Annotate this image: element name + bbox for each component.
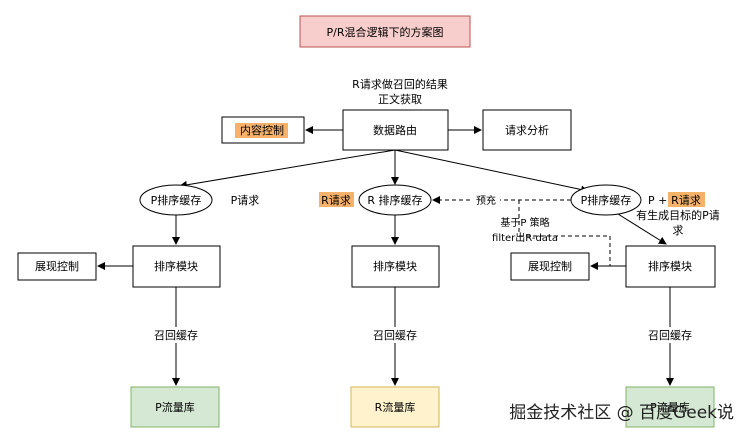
- left-cache-ellipse: P排序缓存: [139, 184, 213, 216]
- left-sort-label: 排序模块: [154, 259, 198, 273]
- request-analysis-box: 请求分析: [482, 109, 572, 151]
- right-recall-label: 召回缓存: [648, 328, 692, 342]
- data-router-label: 数据路由: [373, 123, 417, 137]
- right-store-label: P流量库: [650, 400, 690, 414]
- content-control-box: 内容控制: [221, 116, 305, 144]
- right-request-p: P +: [648, 194, 667, 207]
- right-sort-box: 排序模块: [625, 245, 716, 288]
- middle-recall-label: 召回缓存: [373, 328, 417, 342]
- middle-store-box: R流量库: [350, 386, 440, 428]
- prefill-label: 预充: [476, 194, 496, 207]
- content-control-label: 内容控制: [240, 123, 284, 137]
- policy-label-line2: filter出R-data: [492, 231, 558, 244]
- data-router-box: 数据路由: [342, 109, 449, 151]
- right-cache-label: P排序缓存: [581, 193, 632, 207]
- edge-router-to-left-cache: [179, 149, 396, 189]
- middle-store-label: R流量库: [375, 400, 416, 414]
- watermark-text: 掘金技术社区 @ 百度Geek说: [509, 403, 734, 423]
- right-request-r: R请求: [671, 194, 701, 207]
- middle-request-label: R请求: [321, 194, 351, 207]
- right-sort-label: 排序模块: [648, 259, 692, 273]
- request-analysis-label: 请求分析: [505, 123, 549, 137]
- title-text: P/R混合逻辑下的方案图: [327, 25, 444, 39]
- left-request-label: P请求: [231, 194, 260, 207]
- left-recall-label: 召回缓存: [154, 328, 198, 342]
- right-note-line1: 有生成目标的P请: [636, 208, 720, 222]
- middle-sort-box: 排序模块: [351, 245, 440, 288]
- right-store-box: P流量库: [625, 386, 715, 428]
- right-note-line2: 求: [673, 224, 684, 237]
- middle-sort-label: 排序模块: [373, 259, 417, 273]
- policy-label-line1: 基于P 策略: [500, 216, 549, 229]
- router-note-line1: R请求做召回的结果: [352, 77, 448, 91]
- right-display-label: 展现控制: [528, 259, 572, 273]
- router-note-line2: 正文获取: [378, 92, 422, 106]
- right-display-box: 展现控制: [510, 252, 590, 281]
- right-cache-ellipse: P排序缓存: [570, 184, 642, 216]
- title-box: P/R混合逻辑下的方案图: [299, 15, 471, 48]
- left-sort-box: 排序模块: [132, 245, 221, 288]
- middle-cache-label: R 排序缓存: [367, 193, 422, 207]
- left-display-box: 展现控制: [17, 252, 97, 281]
- left-display-label: 展现控制: [35, 259, 79, 273]
- left-store-box: P流量库: [130, 386, 220, 428]
- left-store-label: P流量库: [155, 400, 195, 414]
- edge-right-cache-to-sort: [617, 213, 667, 245]
- middle-cache-ellipse: R 排序缓存: [358, 184, 432, 216]
- left-cache-label: P排序缓存: [151, 193, 202, 207]
- edge-router-to-right-cache: [394, 149, 589, 194]
